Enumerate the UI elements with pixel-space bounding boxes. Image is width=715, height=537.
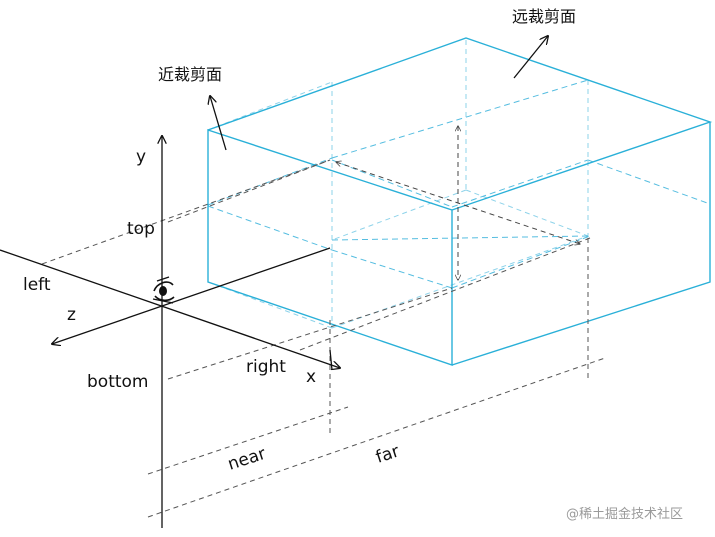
x-axis — [0, 249, 340, 368]
x-axis-label: x — [306, 367, 316, 387]
top-label: top — [127, 219, 155, 239]
y-axis-label: y — [136, 147, 146, 167]
far-clip-arrow — [513, 36, 548, 79]
labels: 远裁剪面 近裁剪面 y top left z right x bottom ne… — [23, 7, 683, 522]
frustum-hidden-edges — [207, 40, 711, 329]
far-clip-label: 远裁剪面 — [512, 7, 576, 26]
frustum-box — [207, 37, 713, 366]
z-axis — [52, 247, 331, 344]
near-label: near — [225, 444, 268, 475]
eye-icon — [152, 276, 175, 304]
bottom-label: bottom — [87, 372, 148, 392]
clip-plane-arrows — [210, 36, 548, 151]
near-clip-label: 近裁剪面 — [158, 65, 222, 84]
left-label: left — [23, 275, 51, 295]
watermark: @稀土掘金技术社区 — [566, 506, 683, 522]
z-axis-label: z — [67, 305, 76, 325]
right-label: right — [246, 357, 286, 377]
guide-lines — [41, 126, 606, 518]
coordinate-axes — [0, 136, 340, 528]
far-label: far — [373, 442, 401, 468]
near-clip-arrow — [210, 96, 227, 151]
